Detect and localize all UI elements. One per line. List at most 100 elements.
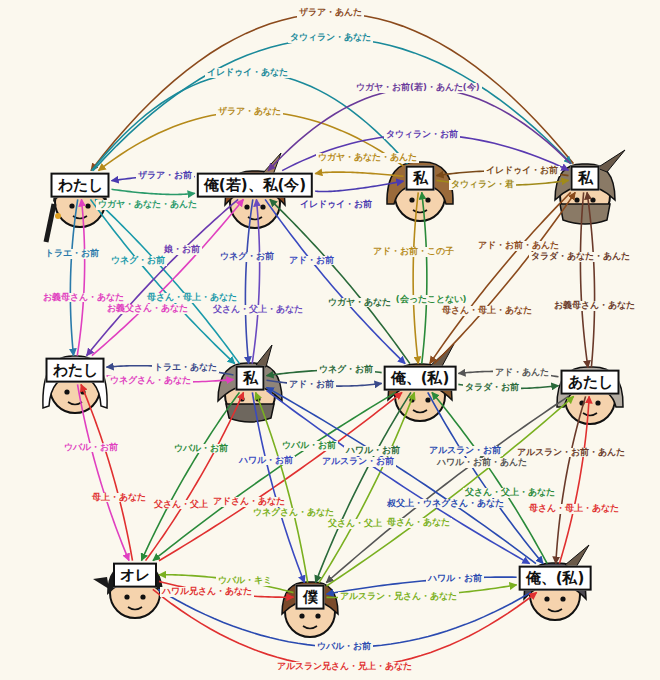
- address-arrow: [556, 396, 586, 563]
- address-label: アルスラン・お前: [427, 446, 503, 456]
- address-arrow: [267, 390, 530, 563]
- address-label: ウネグさん・あなた: [108, 376, 193, 386]
- name-box: わたし: [51, 173, 110, 198]
- address-label: 母上・あなた: [90, 493, 148, 503]
- name-box: 私: [406, 166, 435, 191]
- name-text: わたし: [53, 361, 98, 379]
- character-face: [387, 162, 453, 221]
- address-label: 母さん・母上・あなた: [145, 293, 239, 303]
- name-text: 私: [578, 169, 593, 187]
- address-arrow: [267, 387, 536, 563]
- address-label: ウバル・お前: [280, 441, 338, 451]
- address-arrow: [153, 589, 537, 667]
- address-arrow: [434, 192, 575, 363]
- address-label: ウバル・お前: [172, 444, 230, 454]
- character-face: [43, 356, 107, 413]
- name-text: 私: [243, 369, 258, 387]
- address-arrow: [252, 392, 304, 582]
- name-text: わたし: [58, 176, 103, 194]
- address-label: ザラア・あんた: [297, 8, 364, 18]
- address-label: 母さん・あなた: [385, 518, 452, 528]
- address-arrow: [252, 199, 259, 363]
- name-box: 私: [236, 366, 265, 391]
- address-arrow: [112, 189, 195, 194]
- name-box: オレ: [113, 563, 157, 588]
- name-text: 俺、(私): [526, 569, 585, 587]
- address-label: お義母さん・あなた: [41, 293, 126, 303]
- address-label: タウィラン・お前: [384, 130, 460, 140]
- address-label: 母さん・母上・あなた: [440, 306, 534, 316]
- address-arrow: [91, 13, 573, 170]
- address-arrow: [413, 192, 418, 363]
- address-arrow: [327, 396, 574, 586]
- address-label: タラダ・お前: [463, 383, 521, 393]
- address-label: ウガヤ・お前(若)・あんた(今): [354, 83, 482, 93]
- address-arrow: [87, 199, 239, 355]
- address-label: ハワル・お前: [426, 574, 484, 584]
- address-label: イレドゥイ・お前: [298, 200, 374, 210]
- character-face: [282, 582, 338, 637]
- address-label: アド・お前・この子: [371, 247, 456, 257]
- address-arrow: [270, 199, 410, 363]
- address-label: アド・お前・あんた: [476, 241, 561, 251]
- address-label: 娘・お前: [162, 245, 202, 255]
- address-label: イレドゥイ・あなた: [205, 68, 290, 78]
- address-arrow: [141, 392, 239, 560]
- address-label: アルスラン・兄さん・あなた: [338, 592, 459, 602]
- address-arrow: [159, 392, 402, 560]
- name-text: 僕: [303, 588, 318, 606]
- address-arrow: [146, 392, 244, 560]
- address-arrow: [245, 199, 252, 363]
- address-arrow: [422, 192, 427, 363]
- address-label: ザラア・あなた: [216, 107, 283, 117]
- address-arrow: [256, 392, 308, 582]
- address-label: アド・お前: [287, 256, 336, 266]
- address-arrow: [77, 199, 84, 355]
- address-arrow: [268, 88, 571, 171]
- address-label: アルスラン兄さん・兄上・あなた: [275, 662, 414, 672]
- address-label: ハワル・お前: [344, 446, 402, 456]
- character-face: [557, 367, 623, 424]
- address-arrow: [78, 384, 129, 560]
- address-label: トラエ・お前: [43, 249, 101, 259]
- name-box: 私: [571, 166, 600, 191]
- address-arrow: [315, 181, 403, 191]
- address-label: アド・あんた: [493, 368, 551, 378]
- name-text: あたし: [568, 373, 613, 391]
- address-arrow: [81, 384, 132, 560]
- address-label: 叔父上・ウネグさん・あなた: [385, 499, 506, 509]
- address-label: お義父さん・あなた: [105, 304, 190, 314]
- name-box: 俺(若)、私(今): [197, 173, 313, 198]
- address-label: ウネグ・お前: [109, 256, 167, 266]
- address-label: ウガヤ・あなた・あんた: [96, 200, 199, 210]
- name-text: オレ: [120, 566, 150, 584]
- address-label: タラダ・あなた・あんた: [529, 252, 632, 262]
- name-box: 俺、(私): [519, 566, 592, 591]
- address-arrow: [153, 392, 396, 560]
- address-label: ハワル・お前: [237, 456, 295, 466]
- name-text: 俺、(私): [391, 369, 450, 387]
- address-label: アド・お前: [287, 380, 336, 390]
- address-label: アルスラン・お前: [320, 457, 396, 467]
- address-label: お義母さん・あなた: [552, 301, 637, 311]
- address-label: アドさん・あなた: [211, 497, 287, 507]
- name-text: 俺(若)、私(今): [204, 176, 306, 194]
- name-box: あたし: [561, 370, 620, 395]
- name-box: 僕: [296, 585, 325, 610]
- character-face: [93, 563, 163, 618]
- address-arrow: [430, 192, 571, 363]
- address-arrow: [265, 199, 405, 363]
- address-label: ウガヤ・あなた: [326, 298, 393, 308]
- name-text: 私: [413, 169, 428, 187]
- address-label: ハワル兄さん・あなた: [160, 587, 254, 597]
- address-label: トラエ・あなた: [152, 363, 219, 373]
- address-label: タウィラン・君: [449, 180, 516, 190]
- address-label: ウネグさん・あなた: [251, 508, 336, 518]
- address-label: ウバル・お前: [315, 642, 373, 652]
- address-label: 母さん・母上・あなた: [527, 504, 621, 514]
- address-arrow: [432, 392, 547, 563]
- name-box: わたし: [46, 358, 105, 383]
- address-arrow: [158, 589, 530, 647]
- address-arrow: [95, 199, 239, 363]
- address-arrow: [587, 192, 595, 367]
